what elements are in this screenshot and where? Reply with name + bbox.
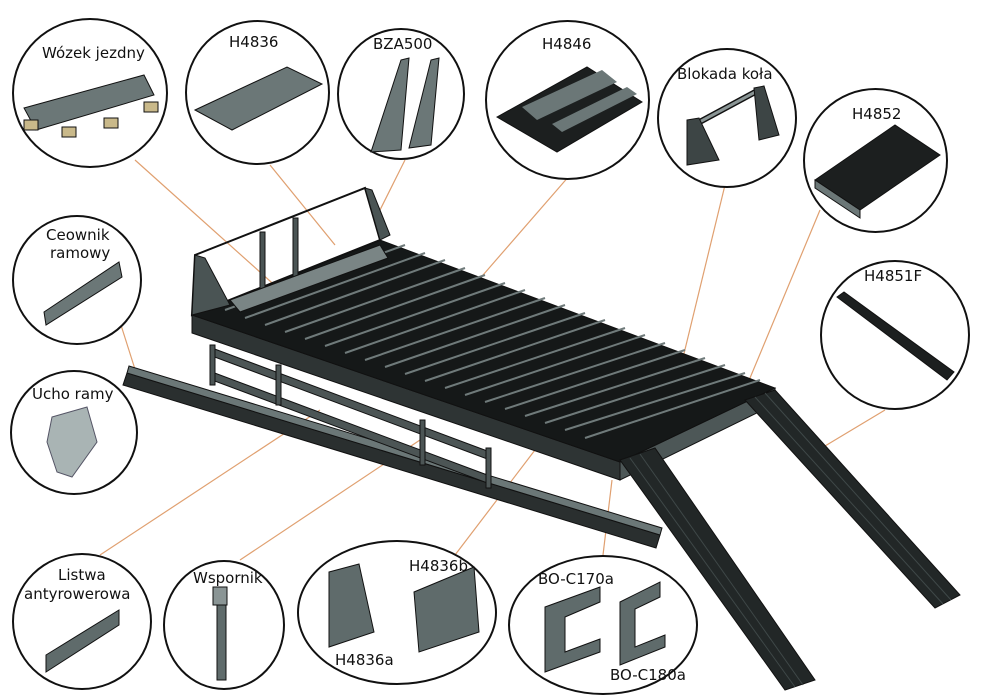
callout-h4846: H4846 xyxy=(485,20,650,180)
callout-wozek-jezdny: Wózek jezdny xyxy=(12,18,168,168)
label-ceownik-ramowy-line1: Ceownik xyxy=(46,226,110,244)
callout-ucho-ramy: Ucho ramy xyxy=(10,370,138,495)
frame-bracket-icon xyxy=(46,406,98,478)
platform-deck xyxy=(190,186,777,481)
c-channel-icon xyxy=(43,261,123,326)
label-wspornik: Wspornik xyxy=(193,569,263,587)
callout-wspornik: Wspornik xyxy=(163,560,285,690)
callout-ceownik-ramowy: Ceownik ramowy xyxy=(12,215,142,345)
anti-bike-rail-icon xyxy=(45,609,120,673)
callout-h4836: H4836 xyxy=(185,20,330,165)
label-wozek-jezdny: Wózek jezdny xyxy=(42,44,145,62)
trolley-icon xyxy=(23,74,159,138)
profile-bo-c-icon xyxy=(544,581,666,673)
callout-h4851f: H4851F xyxy=(820,260,970,410)
gusset-icon xyxy=(370,57,440,153)
support-post-icon xyxy=(212,586,228,681)
label-blokada-kola: Blokada koła xyxy=(677,65,773,83)
label-h4846: H4846 xyxy=(542,35,592,53)
label-ucho-ramy: Ucho ramy xyxy=(32,385,114,403)
side-rail xyxy=(209,344,492,489)
callout-blokada-kola: Blokada koła xyxy=(657,48,797,188)
label-listwa-line1: Listwa xyxy=(58,566,106,584)
ramps xyxy=(619,389,961,691)
callout-bo-c: BO-C170a BO-C180a xyxy=(508,555,698,695)
label-listwa-line2: antyrowerowa xyxy=(24,585,131,603)
label-h4836b: H4836b xyxy=(409,557,468,575)
profile-h4836-icon xyxy=(193,66,324,131)
label-h4852: H4852 xyxy=(852,105,902,123)
wheel-chock-icon xyxy=(686,85,780,166)
callout-h4836ab: H4836b H4836a xyxy=(297,540,497,685)
label-ceownik-ramowy-line2: ramowy xyxy=(50,244,111,262)
label-h4836: H4836 xyxy=(229,33,279,51)
callout-listwa-antyrowerowa: Listwa antyrowerowa xyxy=(12,553,152,690)
label-bo-c180a: BO-C180a xyxy=(610,666,686,684)
label-bza500: BZA500 xyxy=(373,35,433,53)
callout-h4852: H4852 xyxy=(803,88,948,233)
profile-h4852-icon xyxy=(814,124,941,219)
profile-h4836ab-icon xyxy=(328,563,480,653)
label-h4836a: H4836a xyxy=(335,651,394,669)
callout-bza500: BZA500 xyxy=(337,28,465,160)
label-h4851f: H4851F xyxy=(864,267,923,285)
label-bo-c170a: BO-C170a xyxy=(538,570,614,588)
profile-h4851f-icon xyxy=(836,291,955,381)
profile-h4846-icon xyxy=(495,66,643,153)
